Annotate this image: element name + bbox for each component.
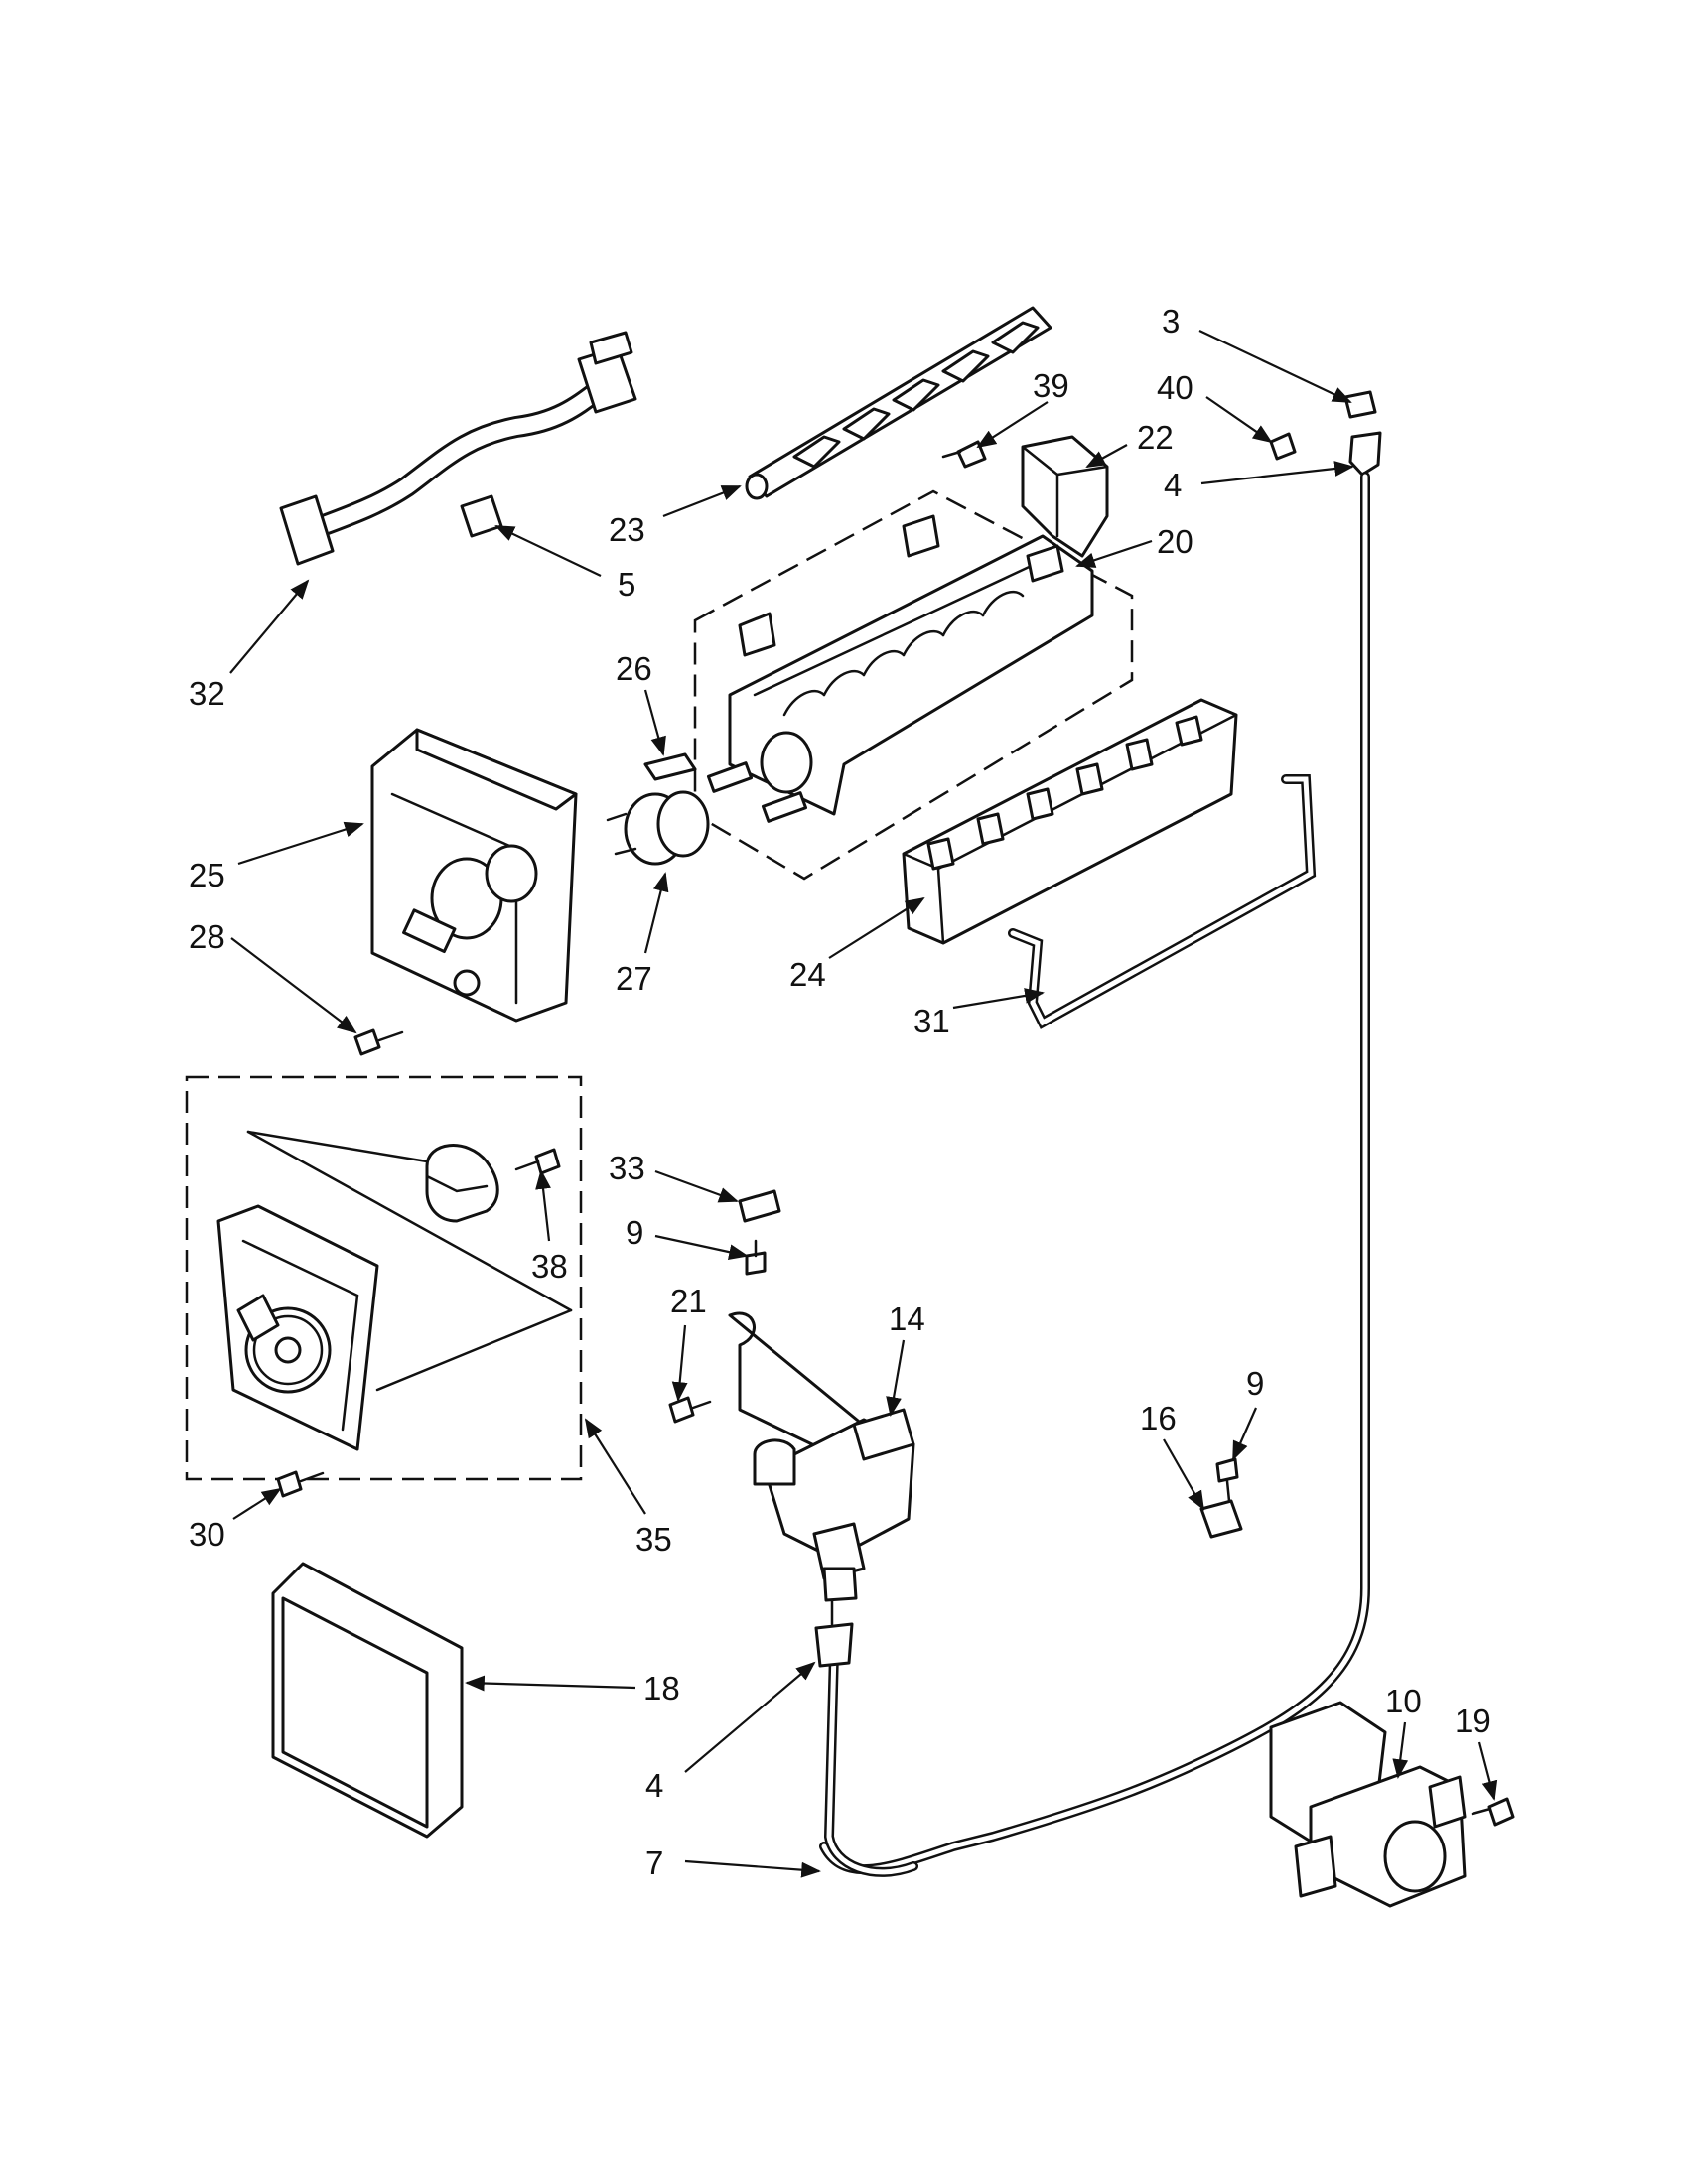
- harness-clip-part-5: [460, 494, 503, 538]
- control-housing-part-25: [370, 728, 578, 1023]
- inlet-valve-part-10: [1269, 1701, 1467, 1908]
- screw-part-9-upper: [745, 1239, 767, 1276]
- callout-7: 7: [645, 1844, 663, 1881]
- callout-23: 23: [609, 511, 645, 548]
- callout-4-lower: 4: [645, 1767, 663, 1804]
- screw-part-28: [353, 1028, 404, 1056]
- callout-35: 35: [635, 1521, 672, 1558]
- callout-27: 27: [616, 960, 652, 997]
- motor-module-part-35: [216, 1130, 573, 1451]
- callout-21: 21: [670, 1283, 707, 1319]
- fitting-part-4-lower: [814, 1598, 854, 1668]
- shutoff-arm-part-31: [1008, 774, 1317, 1029]
- ejector-part-23: [745, 306, 1052, 500]
- callout-31: 31: [913, 1003, 950, 1039]
- callout-26: 26: [616, 650, 652, 687]
- callout-18: 18: [643, 1670, 680, 1706]
- callout-9-lower: 9: [1246, 1365, 1264, 1402]
- callout-16: 16: [1140, 1400, 1177, 1436]
- screw-part-9-lower: [1215, 1457, 1239, 1503]
- ice-mold-part-20: [706, 514, 1094, 823]
- callout-32: 32: [189, 675, 225, 712]
- callout-20: 20: [1157, 523, 1193, 560]
- callout-40: 40: [1157, 369, 1193, 406]
- module-assembly-outline: [185, 1075, 583, 1481]
- callout-28: 28: [189, 918, 225, 955]
- callout-14: 14: [889, 1300, 925, 1337]
- callout-30: 30: [189, 1516, 225, 1553]
- leader-lines: [229, 330, 1498, 1878]
- wire-harness-part-32: [279, 331, 637, 566]
- fittings-parts-3-40-4: [1269, 390, 1382, 477]
- bracket-part-33: [738, 1189, 781, 1223]
- screw-part-19: [1471, 1797, 1515, 1827]
- water-valve-part-14: [728, 1311, 915, 1602]
- callout-25: 25: [189, 857, 225, 893]
- clamp-part-16: [1199, 1499, 1243, 1539]
- fill-cup-part-22: [1021, 435, 1109, 558]
- callout-10: 10: [1385, 1683, 1422, 1719]
- screw-part-21: [668, 1396, 712, 1424]
- callout-9-upper: 9: [626, 1214, 643, 1251]
- cover-part-18: [271, 1562, 464, 1839]
- screw-part-39: [941, 440, 987, 469]
- callout-33: 33: [609, 1150, 645, 1186]
- screw-part-30: [276, 1470, 325, 1498]
- cover-part-24: [902, 698, 1238, 945]
- water-tube: [819, 472, 1370, 1877]
- thermostat-part-27: [606, 752, 710, 866]
- screw-part-38: [514, 1148, 561, 1175]
- callout-39: 39: [1033, 367, 1069, 404]
- callout-labels: 3 40 39 22 4 23 20 5 32 26 25 28 27 24 3…: [189, 303, 1491, 1881]
- callout-4-top: 4: [1164, 467, 1182, 503]
- callout-38: 38: [531, 1248, 568, 1285]
- callout-24: 24: [789, 956, 826, 993]
- callout-3: 3: [1162, 303, 1180, 340]
- callout-5: 5: [618, 566, 635, 603]
- callout-19: 19: [1455, 1703, 1491, 1739]
- callout-22: 22: [1137, 419, 1174, 456]
